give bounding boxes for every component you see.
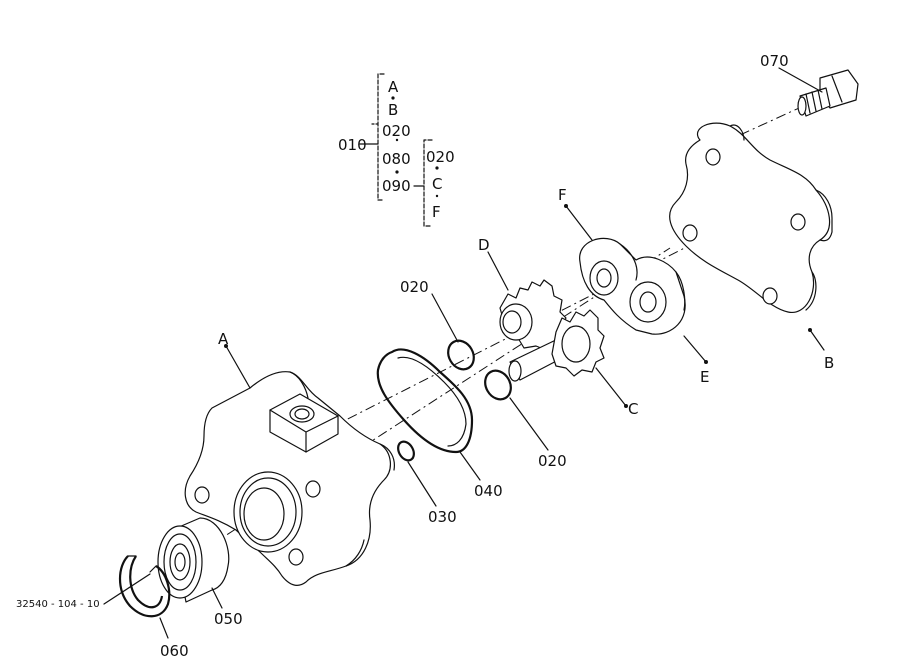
gear-c (508, 309, 605, 382)
leader-060 (159, 617, 169, 639)
leader-f (565, 205, 593, 241)
callout-030: 030 (428, 508, 457, 526)
callout-e: E (700, 368, 709, 386)
gasket-040 (376, 348, 474, 454)
gear-d (499, 279, 567, 351)
key-main-3: 020 (382, 122, 411, 140)
leader-020-lower (509, 397, 549, 451)
callout-020-upper: 020 (400, 278, 429, 296)
leader-drawing-id (103, 573, 151, 605)
leader-040 (459, 451, 481, 481)
key-sub-3: F (432, 203, 441, 221)
bushing-block-f-e (579, 237, 686, 335)
key-main-2: B (388, 101, 398, 119)
leader-b (809, 329, 825, 351)
leader-c (595, 367, 627, 407)
callout-040: 040 (474, 482, 503, 500)
o-ring-020-upper (447, 339, 475, 371)
snap-ring-060 (118, 555, 171, 618)
o-ring-020-lower (484, 369, 512, 401)
leader-a (225, 345, 251, 389)
key-sub-1: 020 (426, 148, 455, 166)
drawing-id: 32540 - 104 - 10 (16, 599, 100, 610)
callout-060: 060 (160, 642, 189, 660)
leader-e (683, 335, 707, 363)
callout-c: C (628, 400, 638, 418)
key-root: 010 (338, 136, 367, 154)
callout-f: F (558, 186, 567, 204)
pump-housing-a (184, 371, 395, 586)
cover-plate-b (669, 122, 833, 313)
leader-020-upper (431, 293, 459, 343)
key-main-1: A (388, 78, 399, 96)
bolt-070 (797, 69, 859, 117)
leader-030 (407, 461, 437, 507)
leader-070 (778, 67, 823, 93)
callout-020-lower: 020 (538, 452, 567, 470)
callout-070: 070 (760, 52, 789, 70)
bearing-050 (157, 517, 230, 603)
leader-050 (211, 587, 223, 609)
o-ring-030 (397, 440, 415, 462)
key-main-5: 090 (382, 177, 411, 195)
key-sub-2: C (432, 175, 442, 193)
assembly-key (359, 73, 439, 227)
key-main-4: 080 (382, 150, 411, 168)
callout-d: D (478, 236, 490, 254)
callout-a: A (218, 330, 229, 348)
callout-b: B (824, 354, 834, 372)
callout-050: 050 (214, 610, 243, 628)
leader-d (487, 251, 509, 291)
